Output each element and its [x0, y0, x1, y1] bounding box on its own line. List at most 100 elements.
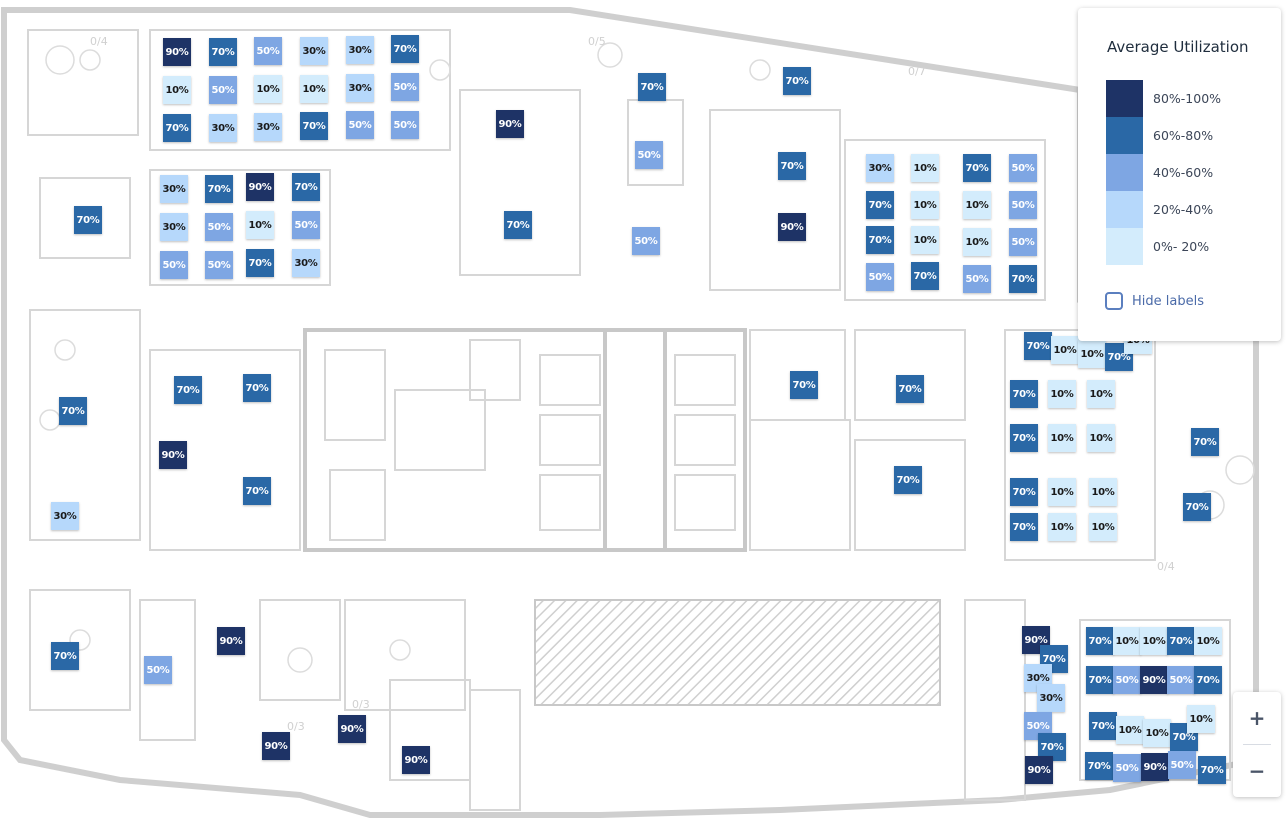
- utilization-marker[interactable]: 70%: [963, 154, 991, 182]
- utilization-marker[interactable]: 10%: [1116, 716, 1144, 744]
- utilization-marker[interactable]: 70%: [1024, 332, 1052, 360]
- utilization-marker[interactable]: 70%: [1010, 380, 1038, 408]
- utilization-marker[interactable]: 50%: [1009, 154, 1037, 182]
- utilization-marker[interactable]: 70%: [246, 249, 274, 277]
- utilization-marker[interactable]: 70%: [504, 211, 532, 239]
- utilization-marker[interactable]: 50%: [391, 111, 419, 139]
- utilization-marker[interactable]: 30%: [254, 113, 282, 141]
- utilization-marker[interactable]: 90%: [246, 173, 274, 201]
- utilization-marker[interactable]: 50%: [1168, 751, 1196, 779]
- utilization-marker[interactable]: 10%: [246, 211, 274, 239]
- zoom-out-button[interactable]: −: [1233, 745, 1281, 797]
- utilization-marker[interactable]: 70%: [783, 67, 811, 95]
- utilization-marker[interactable]: 10%: [1078, 340, 1106, 368]
- utilization-marker[interactable]: 50%: [1113, 754, 1141, 782]
- utilization-marker[interactable]: 50%: [963, 265, 991, 293]
- utilization-marker[interactable]: 30%: [292, 249, 320, 277]
- utilization-marker[interactable]: 10%: [1089, 513, 1117, 541]
- utilization-marker[interactable]: 10%: [1048, 513, 1076, 541]
- utilization-marker[interactable]: 70%: [74, 206, 102, 234]
- utilization-marker[interactable]: 50%: [254, 37, 282, 65]
- utilization-marker[interactable]: 30%: [160, 213, 188, 241]
- utilization-marker[interactable]: 10%: [1087, 424, 1115, 452]
- utilization-marker[interactable]: 50%: [144, 656, 172, 684]
- utilization-marker[interactable]: 70%: [243, 477, 271, 505]
- utilization-marker[interactable]: 90%: [262, 732, 290, 760]
- hide-labels-toggle[interactable]: Hide labels: [1105, 292, 1265, 314]
- utilization-marker[interactable]: 70%: [638, 73, 666, 101]
- utilization-marker[interactable]: 10%: [1051, 336, 1079, 364]
- utilization-marker[interactable]: 10%: [254, 75, 282, 103]
- utilization-marker[interactable]: 70%: [292, 173, 320, 201]
- utilization-marker[interactable]: 50%: [346, 111, 374, 139]
- hide-labels-label[interactable]: Hide labels: [1132, 294, 1204, 309]
- utilization-marker[interactable]: 10%: [1089, 478, 1117, 506]
- utilization-marker[interactable]: 30%: [160, 175, 188, 203]
- utilization-marker[interactable]: 10%: [911, 191, 939, 219]
- utilization-marker[interactable]: 70%: [866, 191, 894, 219]
- utilization-marker[interactable]: 10%: [163, 76, 191, 104]
- hide-labels-checkbox[interactable]: [1105, 292, 1123, 310]
- utilization-marker[interactable]: 70%: [59, 397, 87, 425]
- utilization-marker[interactable]: 10%: [963, 191, 991, 219]
- utilization-marker[interactable]: 10%: [963, 228, 991, 256]
- utilization-marker[interactable]: 70%: [911, 262, 939, 290]
- utilization-marker[interactable]: 50%: [292, 211, 320, 239]
- utilization-marker[interactable]: 70%: [1085, 752, 1113, 780]
- utilization-marker[interactable]: 90%: [1141, 753, 1169, 781]
- utilization-marker[interactable]: 10%: [1194, 627, 1222, 655]
- utilization-marker[interactable]: 90%: [159, 441, 187, 469]
- utilization-marker[interactable]: 70%: [300, 112, 328, 140]
- utilization-marker[interactable]: 70%: [1010, 513, 1038, 541]
- utilization-marker[interactable]: 30%: [51, 502, 79, 530]
- utilization-marker[interactable]: 50%: [866, 263, 894, 291]
- utilization-marker[interactable]: 50%: [1113, 666, 1141, 694]
- utilization-marker[interactable]: 30%: [209, 114, 237, 142]
- utilization-marker[interactable]: 50%: [205, 251, 233, 279]
- utilization-marker[interactable]: 70%: [205, 175, 233, 203]
- utilization-marker[interactable]: 30%: [300, 37, 328, 65]
- utilization-marker[interactable]: 10%: [911, 154, 939, 182]
- utilization-marker[interactable]: 10%: [1048, 424, 1076, 452]
- utilization-marker[interactable]: 50%: [1009, 191, 1037, 219]
- utilization-marker[interactable]: 70%: [391, 35, 419, 63]
- utilization-marker[interactable]: 50%: [209, 76, 237, 104]
- utilization-marker[interactable]: 10%: [911, 226, 939, 254]
- utilization-marker[interactable]: 70%: [243, 374, 271, 402]
- utilization-marker[interactable]: 90%: [778, 213, 806, 241]
- utilization-marker[interactable]: 30%: [346, 36, 374, 64]
- utilization-marker[interactable]: 90%: [496, 110, 524, 138]
- utilization-marker[interactable]: 50%: [391, 73, 419, 101]
- utilization-marker[interactable]: 70%: [1183, 493, 1211, 521]
- utilization-marker[interactable]: 70%: [790, 371, 818, 399]
- utilization-marker[interactable]: 70%: [1010, 424, 1038, 452]
- utilization-marker[interactable]: 30%: [1037, 684, 1065, 712]
- utilization-marker[interactable]: 10%: [300, 75, 328, 103]
- utilization-marker[interactable]: 10%: [1187, 705, 1215, 733]
- utilization-marker[interactable]: 90%: [338, 715, 366, 743]
- utilization-marker[interactable]: 10%: [1087, 380, 1115, 408]
- utilization-marker[interactable]: 70%: [778, 152, 806, 180]
- utilization-marker[interactable]: 70%: [1198, 756, 1226, 784]
- utilization-marker[interactable]: 70%: [1040, 645, 1068, 673]
- utilization-marker[interactable]: 30%: [346, 74, 374, 102]
- utilization-marker[interactable]: 10%: [1143, 719, 1171, 747]
- utilization-marker[interactable]: 90%: [163, 38, 191, 66]
- utilization-marker[interactable]: 10%: [1048, 380, 1076, 408]
- utilization-marker[interactable]: 90%: [217, 627, 245, 655]
- utilization-marker[interactable]: 50%: [1167, 666, 1195, 694]
- utilization-marker[interactable]: 90%: [1025, 756, 1053, 784]
- utilization-marker[interactable]: 70%: [209, 38, 237, 66]
- utilization-marker[interactable]: 70%: [1167, 627, 1195, 655]
- utilization-marker[interactable]: 70%: [1089, 712, 1117, 740]
- utilization-marker[interactable]: 10%: [1048, 478, 1076, 506]
- utilization-marker[interactable]: 70%: [894, 466, 922, 494]
- utilization-marker[interactable]: 50%: [635, 141, 663, 169]
- utilization-marker[interactable]: 50%: [1009, 228, 1037, 256]
- utilization-marker[interactable]: 70%: [1009, 265, 1037, 293]
- utilization-marker[interactable]: 50%: [632, 227, 660, 255]
- utilization-marker[interactable]: 90%: [402, 746, 430, 774]
- utilization-marker[interactable]: 70%: [163, 114, 191, 142]
- utilization-marker[interactable]: 70%: [1086, 627, 1114, 655]
- utilization-marker[interactable]: 90%: [1140, 666, 1168, 694]
